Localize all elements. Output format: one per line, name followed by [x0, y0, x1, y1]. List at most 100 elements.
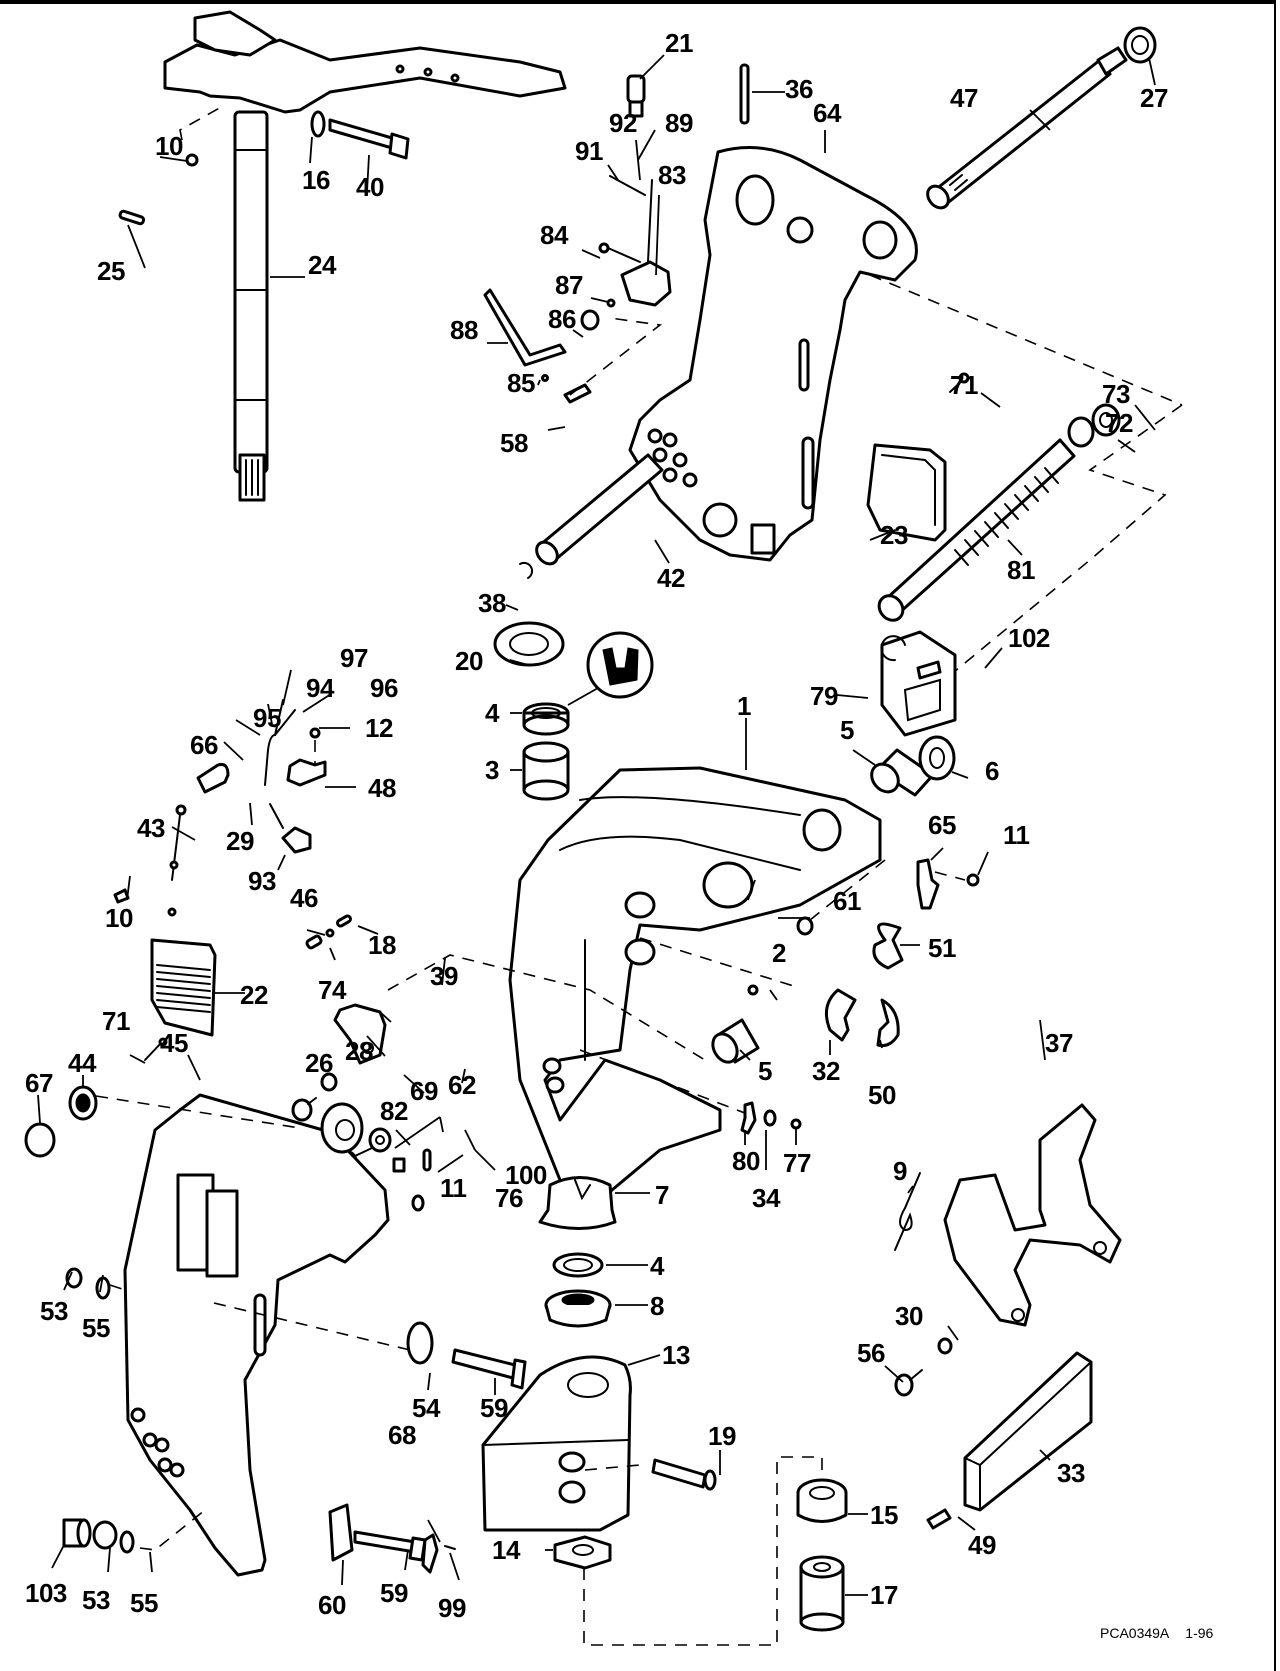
callout-7: 7	[655, 1180, 669, 1210]
part-block-33[interactable]	[963, 1351, 1093, 1512]
callout-12: 12	[365, 713, 393, 743]
callout-58: 58	[500, 428, 528, 458]
part-mount-15[interactable]	[796, 1478, 848, 1523]
part-plate-60[interactable]	[328, 1503, 354, 1562]
part-seal-4-lower[interactable]	[552, 1252, 604, 1278]
callout-53-upper: 53	[40, 1296, 68, 1326]
part-seal-4-upper[interactable]	[522, 702, 570, 736]
callout-67: 67	[25, 1068, 53, 1098]
part-bearing-8[interactable]	[544, 1289, 612, 1328]
part-screw-58[interactable]	[563, 383, 592, 404]
part-nut-44[interactable]	[68, 1085, 98, 1121]
part-clip-66[interactable]	[196, 763, 230, 794]
part-screw-102[interactable]	[916, 660, 942, 680]
part-bushing-28[interactable]	[320, 1072, 338, 1092]
part-pin-42[interactable]	[532, 453, 664, 568]
part-plug-61[interactable]	[796, 916, 814, 936]
part-clip-68[interactable]	[421, 1533, 439, 1574]
part-clip-48[interactable]	[286, 758, 327, 787]
part-mount-13[interactable]	[481, 1355, 632, 1532]
part-swivel-bracket-1[interactable]	[508, 766, 882, 1202]
part-link-88[interactable]	[483, 288, 567, 367]
part-nut-14[interactable]	[553, 1535, 612, 1570]
part-screw-2[interactable]	[747, 984, 759, 996]
part-nut-53-lower[interactable]	[92, 1520, 118, 1550]
part-retaining-ring-38[interactable]	[519, 561, 534, 579]
part-plug-21[interactable]	[626, 74, 646, 118]
part-spring-9[interactable]	[894, 1172, 921, 1251]
part-o-ring-86[interactable]	[580, 309, 600, 331]
part-washer-34[interactable]	[763, 1109, 777, 1127]
callout-1: 1	[737, 691, 751, 721]
callout-18: 18	[368, 930, 396, 960]
part-pin-25[interactable]	[118, 209, 146, 226]
callout-8: 8	[650, 1291, 664, 1321]
part-threaded-rod-81[interactable]	[874, 438, 1076, 625]
part-washer-6[interactable]	[918, 735, 956, 781]
part-cover-23[interactable]	[866, 443, 947, 542]
part-bushing-3[interactable]	[522, 741, 570, 801]
part-spring-36[interactable]	[739, 63, 750, 125]
part-nut-73[interactable]	[1091, 403, 1121, 437]
part-bushing-17[interactable]	[799, 1555, 845, 1632]
part-trim-sender-83[interactable]	[598, 175, 672, 307]
callout-36: 36	[785, 74, 813, 104]
part-screw-10-left[interactable]	[113, 888, 130, 904]
part-spring-18[interactable]	[336, 914, 352, 928]
part-ball-87[interactable]	[606, 298, 616, 308]
part-cap-67[interactable]	[24, 1122, 56, 1158]
part-detent-74[interactable]	[305, 934, 323, 950]
part-screw-49[interactable]	[926, 1508, 952, 1530]
part-bushing-5-lower[interactable]	[708, 1018, 760, 1066]
part-bracket-51[interactable]	[872, 922, 904, 970]
part-screw-11-right[interactable]	[934, 871, 980, 887]
part-shim-50[interactable]	[876, 998, 900, 1047]
part-screw-77[interactable]	[790, 1118, 802, 1130]
part-nut-30[interactable]	[937, 1337, 953, 1355]
part-washer-54[interactable]	[406, 1321, 434, 1365]
part-lever-39[interactable]	[333, 1003, 387, 1065]
part-ball-46[interactable]	[325, 928, 335, 938]
part-washer-72[interactable]	[1067, 416, 1095, 448]
callout-5-upper: 5	[840, 715, 854, 745]
part-washer-55-upper[interactable]	[95, 1276, 111, 1300]
part-screw-56[interactable]	[894, 1369, 923, 1397]
part-screw-71-left[interactable]	[144, 1037, 168, 1061]
part-washer-16[interactable]	[310, 110, 326, 138]
part-tilt-tube-47[interactable]	[923, 46, 1128, 212]
part-bushing-69[interactable]	[368, 1127, 392, 1153]
part-steering-arm-shaft[interactable]	[163, 10, 567, 502]
part-stern-bracket-45[interactable]	[123, 1093, 390, 1577]
callout-72: 72	[1105, 408, 1133, 438]
part-screw-26[interactable]	[291, 1097, 317, 1122]
part-clip-100[interactable]	[422, 1148, 432, 1172]
callout-83: 83	[658, 160, 686, 190]
part-nut-27[interactable]	[1123, 26, 1157, 64]
callout-61: 61	[833, 886, 861, 916]
part-nut-62[interactable]	[392, 1157, 406, 1173]
part-lead-43[interactable]	[167, 804, 187, 917]
part-clamp-79[interactable]	[880, 630, 957, 737]
part-screw-10-top[interactable]	[179, 104, 226, 167]
part-washer-55-lower[interactable]	[119, 1530, 135, 1554]
part-bolt-59-lower[interactable]	[353, 1530, 427, 1562]
part-bushing-103[interactable]	[62, 1518, 92, 1548]
part-screw-71-upper[interactable]	[949, 372, 970, 393]
part-bushing-7[interactable]	[538, 1176, 617, 1230]
part-pin-85[interactable]	[541, 374, 549, 382]
part-pin-99[interactable]	[444, 1545, 456, 1550]
part-washer-20[interactable]	[493, 621, 565, 667]
part-plate-65[interactable]	[916, 858, 940, 910]
part-screw-76[interactable]	[411, 1194, 425, 1212]
part-harness-29[interactable]	[264, 699, 312, 854]
callout-92: 92	[609, 108, 637, 138]
part-bolt-40[interactable]	[328, 118, 410, 160]
part-cover-22[interactable]	[150, 938, 217, 1037]
part-shim-32[interactable]	[824, 988, 857, 1042]
part-bolt-19[interactable]	[651, 1458, 717, 1491]
part-tilt-lever-37[interactable]	[943, 1103, 1122, 1327]
part-bolt-59-upper[interactable]	[451, 1348, 527, 1390]
part-clip-80[interactable]	[740, 1101, 757, 1135]
callout-65: 65	[928, 810, 956, 840]
callout-11-right: 11	[1003, 820, 1030, 850]
